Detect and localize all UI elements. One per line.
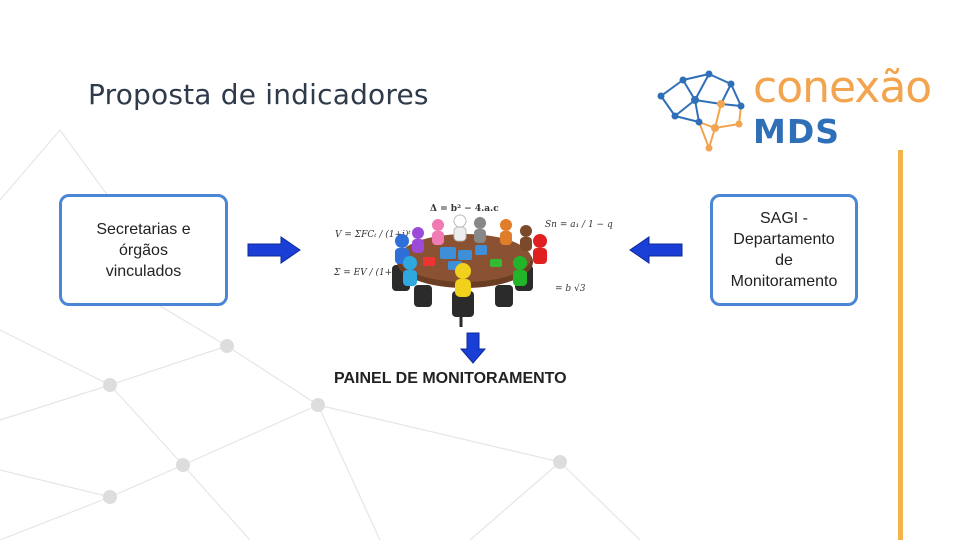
sagi-line: Monitoramento bbox=[730, 273, 838, 290]
formula-text: Sn = a₁ / 1 − q bbox=[545, 220, 613, 230]
sagi-line: Departamento bbox=[733, 231, 835, 248]
logo-wordmark: conexão bbox=[753, 62, 932, 113]
svg-text:= b √3: = b √3 bbox=[555, 283, 586, 294]
slide-title: Proposta de indicadores bbox=[88, 78, 429, 111]
arrow-right-icon bbox=[247, 236, 301, 264]
secretarias-line: Secretarias e bbox=[96, 220, 191, 238]
sagi-text: SAGI - Departamento de Monitoramento bbox=[731, 208, 838, 292]
formula-text: Δ = b² − 4.a.c bbox=[430, 204, 499, 214]
logo-subtitle: MDS bbox=[753, 112, 840, 151]
formula-text: V = ΣFCₜ / (1+i)ᵗ bbox=[335, 229, 411, 240]
formula-text: Σ = EV / (1+i) bbox=[333, 267, 399, 278]
brain-network-icon bbox=[657, 70, 745, 152]
secretarias-line: vinculados bbox=[105, 262, 182, 280]
team-puzzle-meeting-illustration: Δ = b² − 4.a.c Sn = a₁ / 1 − q V = ΣFCₜ … bbox=[330, 195, 613, 335]
secretarias-box: Secretarias e órgãos vinculados bbox=[59, 194, 228, 306]
panel-caption: PAINEL DE MONITORAMENTO bbox=[334, 370, 567, 387]
sagi-box: SAGI - Departamento de Monitoramento bbox=[710, 194, 858, 306]
accent-bar bbox=[898, 150, 903, 540]
sagi-line: de bbox=[775, 252, 793, 269]
arrow-left-icon bbox=[629, 236, 683, 264]
sagi-line: SAGI - bbox=[759, 210, 808, 227]
conexao-mds-logo: conexão MDS bbox=[655, 62, 932, 158]
secretarias-line: órgãos bbox=[119, 241, 168, 259]
arrow-down-icon bbox=[459, 332, 487, 364]
secretarias-text: Secretarias e órgãos vinculados bbox=[96, 219, 190, 282]
